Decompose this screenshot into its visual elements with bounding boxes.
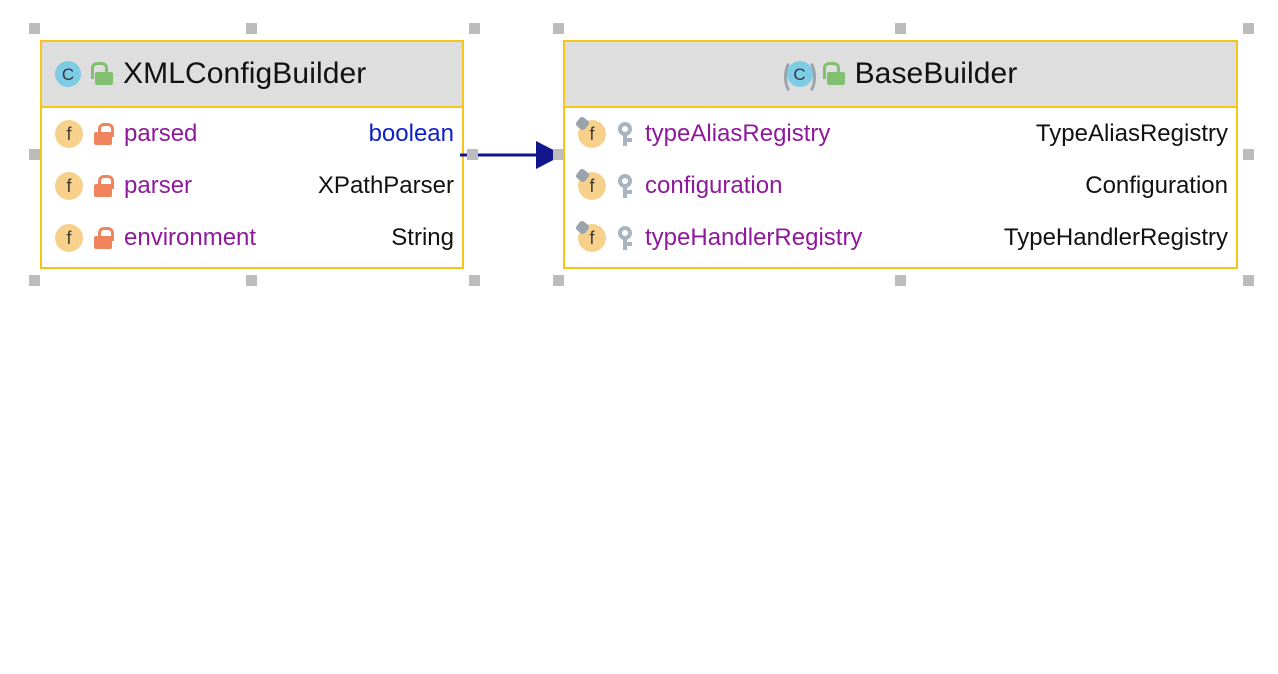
field-row[interactable]: f typeHandlerRegistry TypeHandlerRegistr… (565, 212, 1236, 264)
field-name: parser (124, 172, 193, 199)
abstract-class-icon: C (783, 58, 816, 95)
lock-icon (93, 122, 114, 146)
class-icon: C (52, 58, 84, 90)
unlock-icon (822, 62, 845, 86)
field-icon: f (54, 119, 84, 149)
lock-icon (93, 226, 114, 250)
selection-handle-n[interactable] (895, 23, 906, 34)
selection-handle-s[interactable] (246, 275, 257, 286)
lock-icon (93, 174, 114, 198)
selection-handle-sw[interactable] (553, 275, 564, 286)
field-row[interactable]: f environment String (42, 212, 462, 264)
selection-handle-nw[interactable] (553, 23, 564, 34)
field-final-icon: f (574, 167, 607, 201)
field-type: String (391, 224, 454, 251)
class-body-xmlconfigbuilder: f parsed boolean f parser XPathParser (42, 108, 462, 264)
field-name: environment (124, 224, 257, 251)
key-icon (616, 225, 634, 251)
selection-handle-w[interactable] (29, 149, 40, 160)
field-final-icon: f (574, 115, 607, 149)
key-icon (616, 121, 634, 147)
selection-handle-s[interactable] (895, 275, 906, 286)
field-row[interactable]: f parser XPathParser (42, 160, 462, 212)
selection-handle-w[interactable] (553, 149, 564, 160)
field-name: parsed (124, 120, 198, 147)
class-title: BaseBuilder (854, 57, 1018, 90)
field-row[interactable]: f parsed boolean (42, 108, 462, 160)
selection-handle-ne[interactable] (1243, 23, 1254, 34)
selection-handle-e[interactable] (1243, 149, 1254, 160)
uml-class-basebuilder[interactable]: C BaseBuilder f typeAliasRegistry TypeAl… (563, 40, 1238, 269)
selection-handle-n[interactable] (246, 23, 257, 34)
field-name: typeAliasRegistry (645, 120, 831, 147)
field-type: boolean (368, 120, 454, 147)
field-row[interactable]: f typeAliasRegistry TypeAliasRegistry (565, 108, 1236, 160)
field-type: XPathParser (317, 172, 454, 199)
class-header-basebuilder[interactable]: C BaseBuilder (565, 42, 1236, 108)
unlock-icon (91, 62, 113, 86)
field-type: TypeHandlerRegistry (1003, 224, 1228, 251)
field-type: Configuration (1085, 172, 1228, 199)
selection-handle-ne[interactable] (469, 23, 480, 34)
field-type: TypeAliasRegistry (1035, 120, 1228, 147)
selection-handle-edge[interactable] (467, 149, 478, 160)
selection-handle-sw[interactable] (29, 275, 40, 286)
field-name: configuration (645, 172, 783, 199)
class-body-basebuilder: f typeAliasRegistry TypeAliasRegistry f … (565, 108, 1236, 264)
field-icon: f (54, 171, 84, 201)
selection-handle-se[interactable] (469, 275, 480, 286)
field-final-icon: f (574, 219, 607, 253)
field-name: typeHandlerRegistry (645, 224, 863, 251)
selection-handle-nw[interactable] (29, 23, 40, 34)
field-row[interactable]: f configuration Configuration (565, 160, 1236, 212)
field-icon: f (54, 223, 84, 253)
key-icon (616, 173, 634, 199)
uml-class-xmlconfigbuilder[interactable]: C XMLConfigBuilder f parsed boolean (40, 40, 464, 269)
class-header-xmlconfigbuilder[interactable]: C XMLConfigBuilder (42, 42, 462, 108)
class-title: XMLConfigBuilder (123, 57, 367, 90)
selection-handle-se[interactable] (1243, 275, 1254, 286)
